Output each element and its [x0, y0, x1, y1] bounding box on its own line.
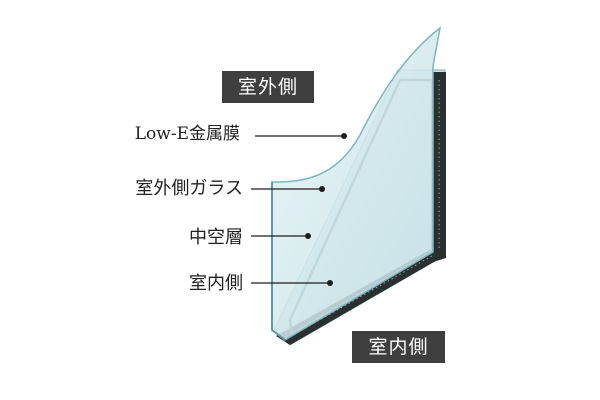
low-e-coating-label: Low-E金属膜	[134, 124, 240, 144]
air-layer-label: 中空層	[189, 227, 243, 248]
indoor-side-badge: 室内側	[352, 331, 445, 363]
outdoor-glass-label: 室外側ガラス	[135, 178, 243, 199]
outdoor-side-badge: 室外側	[222, 71, 314, 103]
outdoor-glass-edge	[271, 182, 286, 341]
spacer-dots-bottom	[287, 255, 433, 339]
leader-dot-low-e	[341, 133, 347, 139]
indoor-side-label: 室内側	[189, 273, 243, 294]
leader-dot-outdoor-glass	[319, 186, 325, 192]
leader-dot-indoor	[327, 280, 333, 286]
leader-dot-air-layer	[305, 233, 311, 239]
